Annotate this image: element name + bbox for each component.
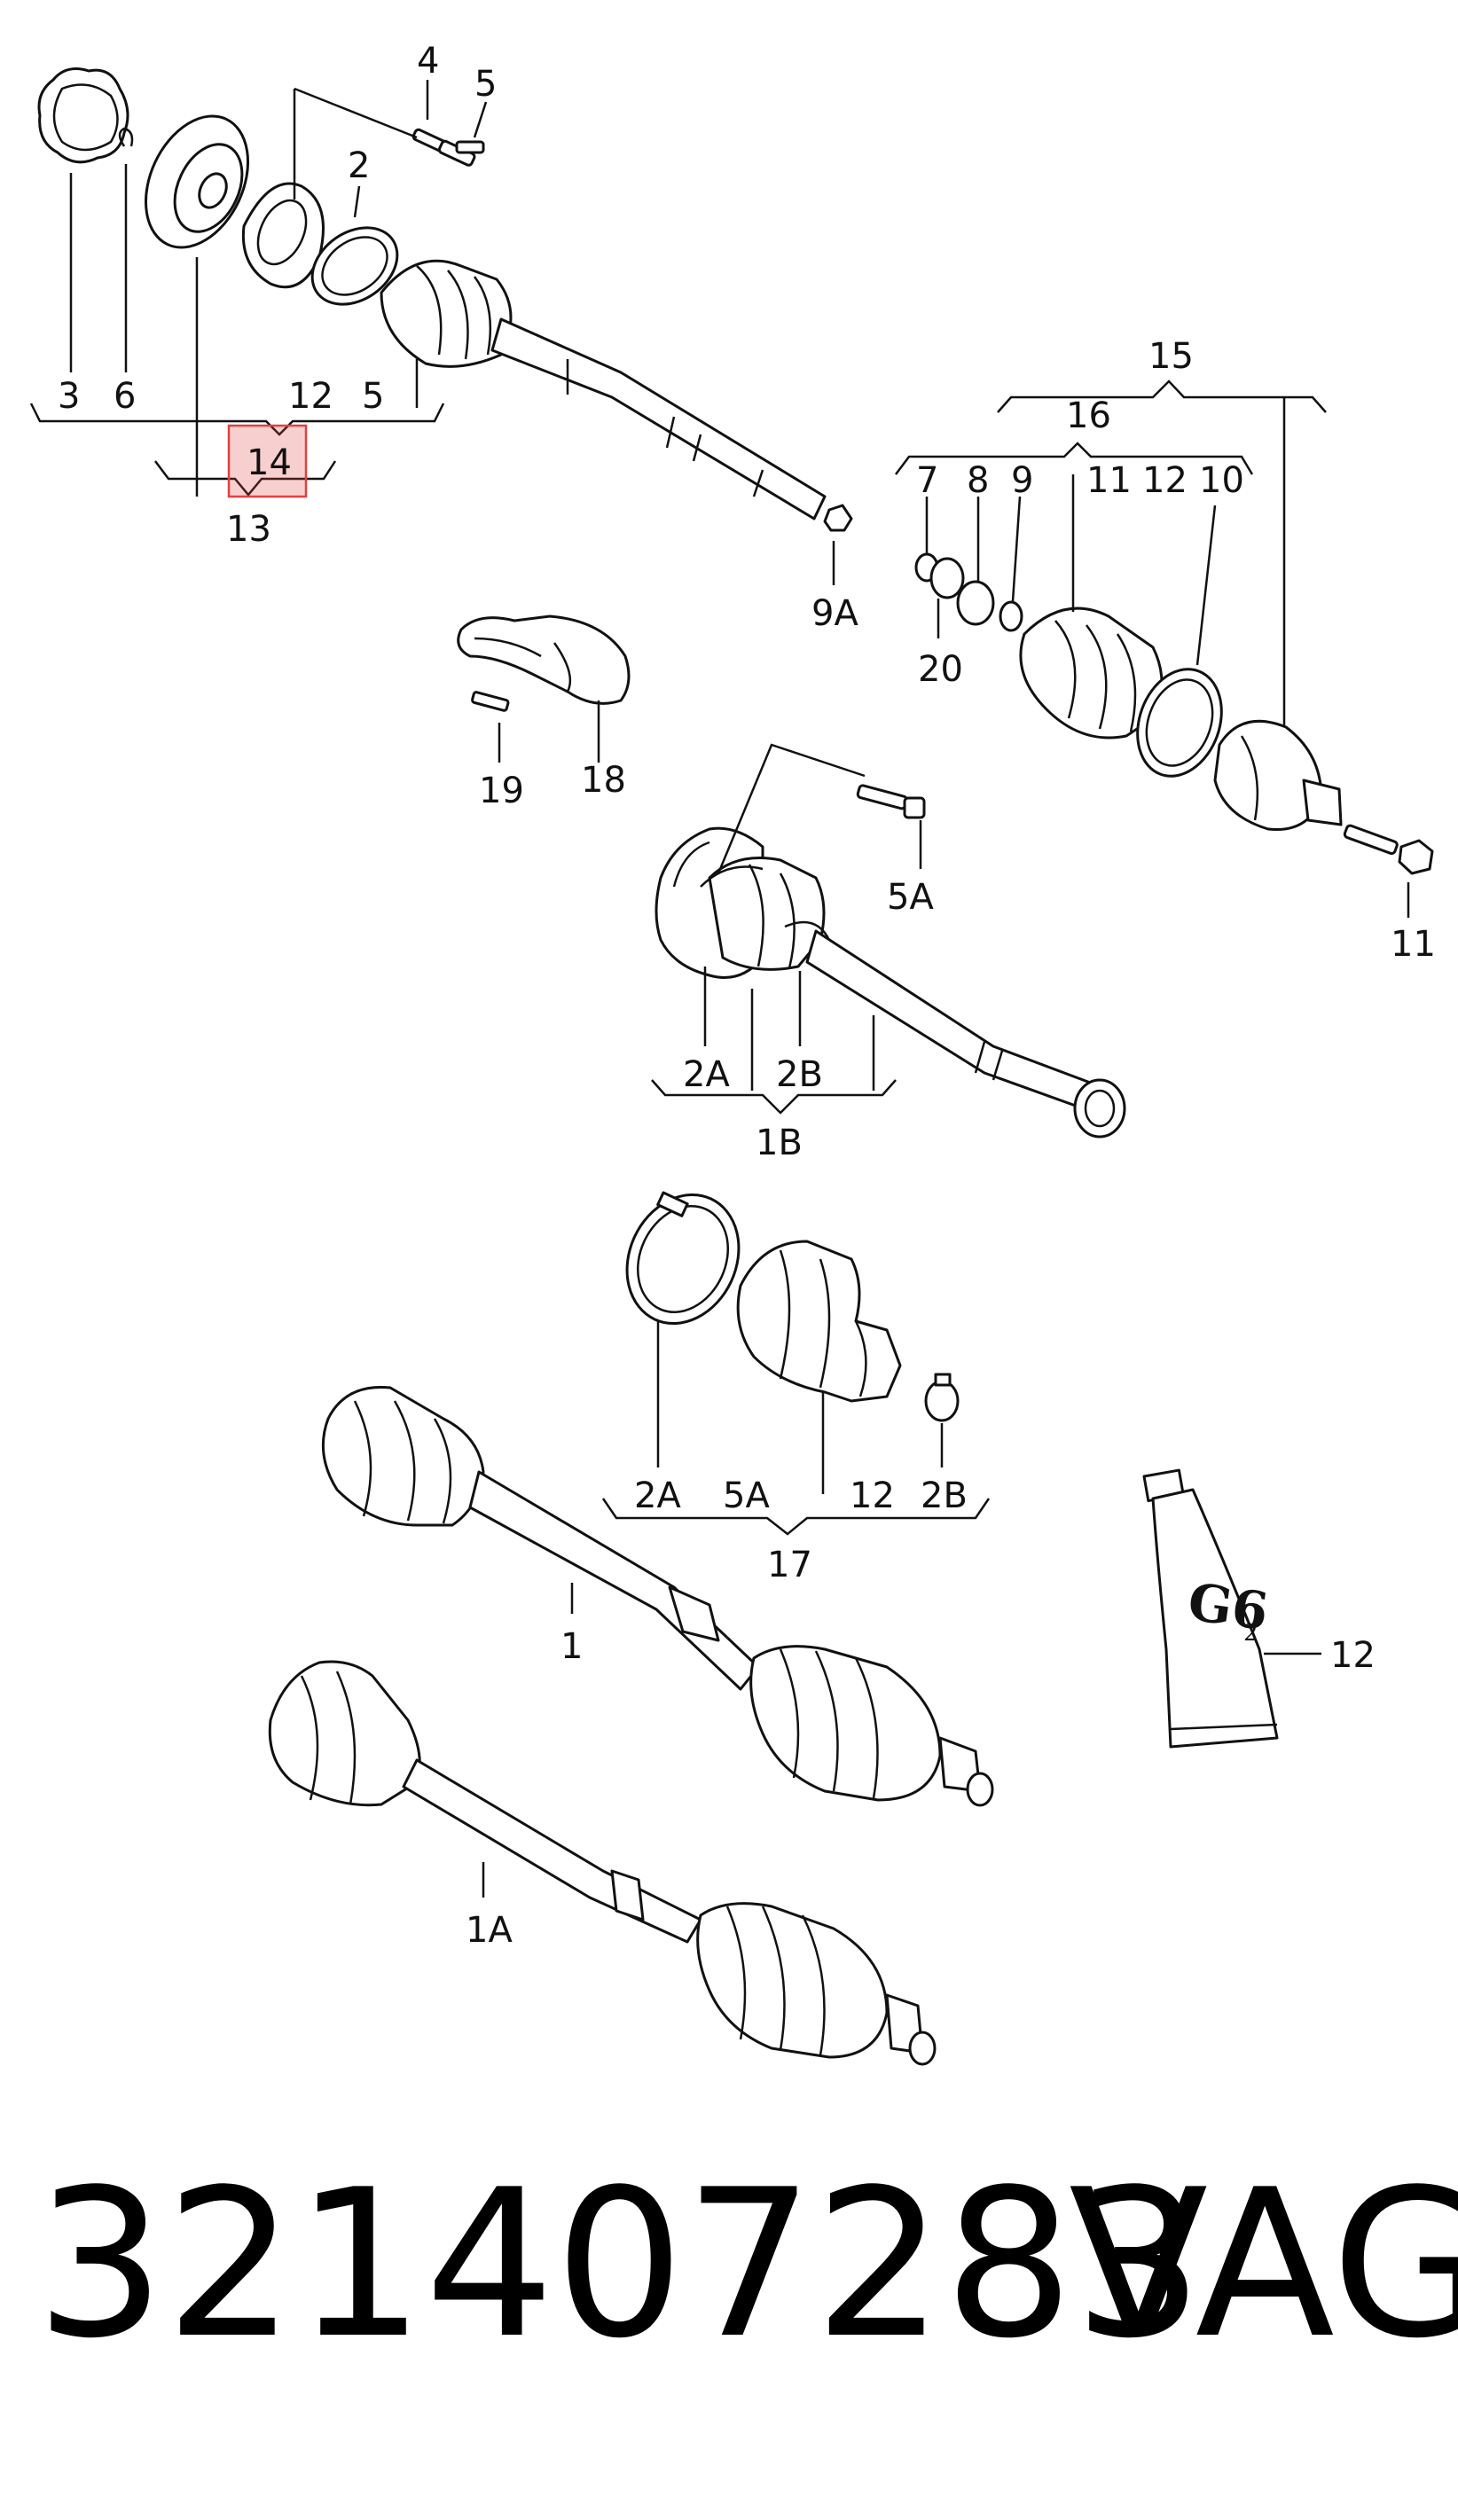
leaders-top-left [29, 80, 835, 585]
inner-joint-boot [380, 259, 513, 368]
callout-13: 13 [226, 509, 271, 550]
callout-6: 6 [114, 376, 136, 417]
axle-nut [823, 504, 853, 532]
callout-9a: 9A [811, 593, 858, 634]
callout-14: 14 [247, 442, 292, 483]
callout-2a: 2A [683, 1054, 730, 1095]
callout-9: 9 [1011, 460, 1033, 501]
large-clamp-2a [625, 1191, 741, 1326]
callout-5: 5 [474, 64, 497, 105]
callout-1: 1 [560, 1626, 583, 1667]
part-number: 321407283 [35, 2147, 1203, 2383]
bolt-pair [412, 128, 485, 167]
bearing-housing [144, 114, 250, 249]
tube-label-sub: 2 [1243, 1620, 1258, 1647]
small-clamp-2b [924, 1373, 960, 1422]
callout-12: 12 [1330, 1635, 1376, 1676]
boot-12 [736, 1240, 902, 1403]
callout-3: 3 [58, 376, 80, 417]
drive-shaft-top [490, 317, 827, 520]
hex-bolt [1343, 824, 1434, 875]
callout-8: 8 [967, 460, 989, 501]
leaders-kit [601, 1321, 991, 1536]
flange-plate [241, 182, 325, 289]
cv-joint [1213, 719, 1343, 832]
callout-12: 12 [850, 1475, 895, 1516]
callout-5a: 5A [887, 877, 934, 918]
callout-1b: 1B [756, 1123, 803, 1163]
shaft-1b [655, 826, 1126, 1139]
tube-label: G6 [1185, 1571, 1272, 1642]
callout-15: 15 [1148, 336, 1194, 377]
callout-11: 11 [1391, 924, 1436, 965]
drive-shaft-1 [321, 1385, 994, 1807]
callout-4: 4 [417, 41, 439, 82]
leaders-mid-upper [498, 700, 600, 763]
spacer-20 [929, 557, 965, 599]
callout-2a: 2A [634, 1475, 681, 1516]
leaders-mid [651, 743, 922, 1115]
heat-shield [457, 614, 631, 705]
highlight-box [227, 424, 308, 498]
callout-16: 16 [1066, 395, 1111, 436]
callout-18: 18 [581, 760, 626, 801]
callout-12: 12 [288, 376, 333, 417]
callout-20: 20 [918, 649, 963, 690]
leaders-top-right [895, 380, 1410, 918]
bolt-19 [471, 691, 510, 712]
callout-labels: 3 6 12 5 14 13 4 5 2 9A 15 16 7 8 9 11 1… [58, 41, 1436, 1951]
bush-8 [956, 580, 995, 626]
gasket-ring [37, 67, 129, 164]
grease-tube: G6 2 [1142, 1468, 1279, 1749]
circlip [118, 127, 134, 147]
repair-kit [625, 1191, 960, 1422]
clamp-band [310, 226, 399, 306]
callout-11: 11 [1086, 460, 1132, 501]
top-right-assembly [914, 552, 1434, 875]
callout-2b: 2B [921, 1475, 968, 1516]
top-left-assembly [37, 67, 853, 532]
drive-shaft-1a [268, 1660, 937, 2066]
circlip-9 [999, 600, 1023, 632]
callout-1a: 1A [466, 1910, 513, 1951]
bolt-5a [856, 784, 926, 819]
callout-5: 5 [362, 376, 384, 417]
callout-10: 10 [1199, 460, 1244, 501]
callout-17: 17 [767, 1545, 812, 1585]
callout-7: 7 [916, 460, 938, 501]
brand-name: VAG [1069, 2147, 1458, 2383]
callout-12: 12 [1142, 460, 1188, 501]
callout-19: 19 [479, 771, 524, 811]
callout-2: 2 [348, 145, 370, 186]
callout-2b: 2B [776, 1054, 823, 1095]
callout-5a: 5A [723, 1475, 770, 1516]
